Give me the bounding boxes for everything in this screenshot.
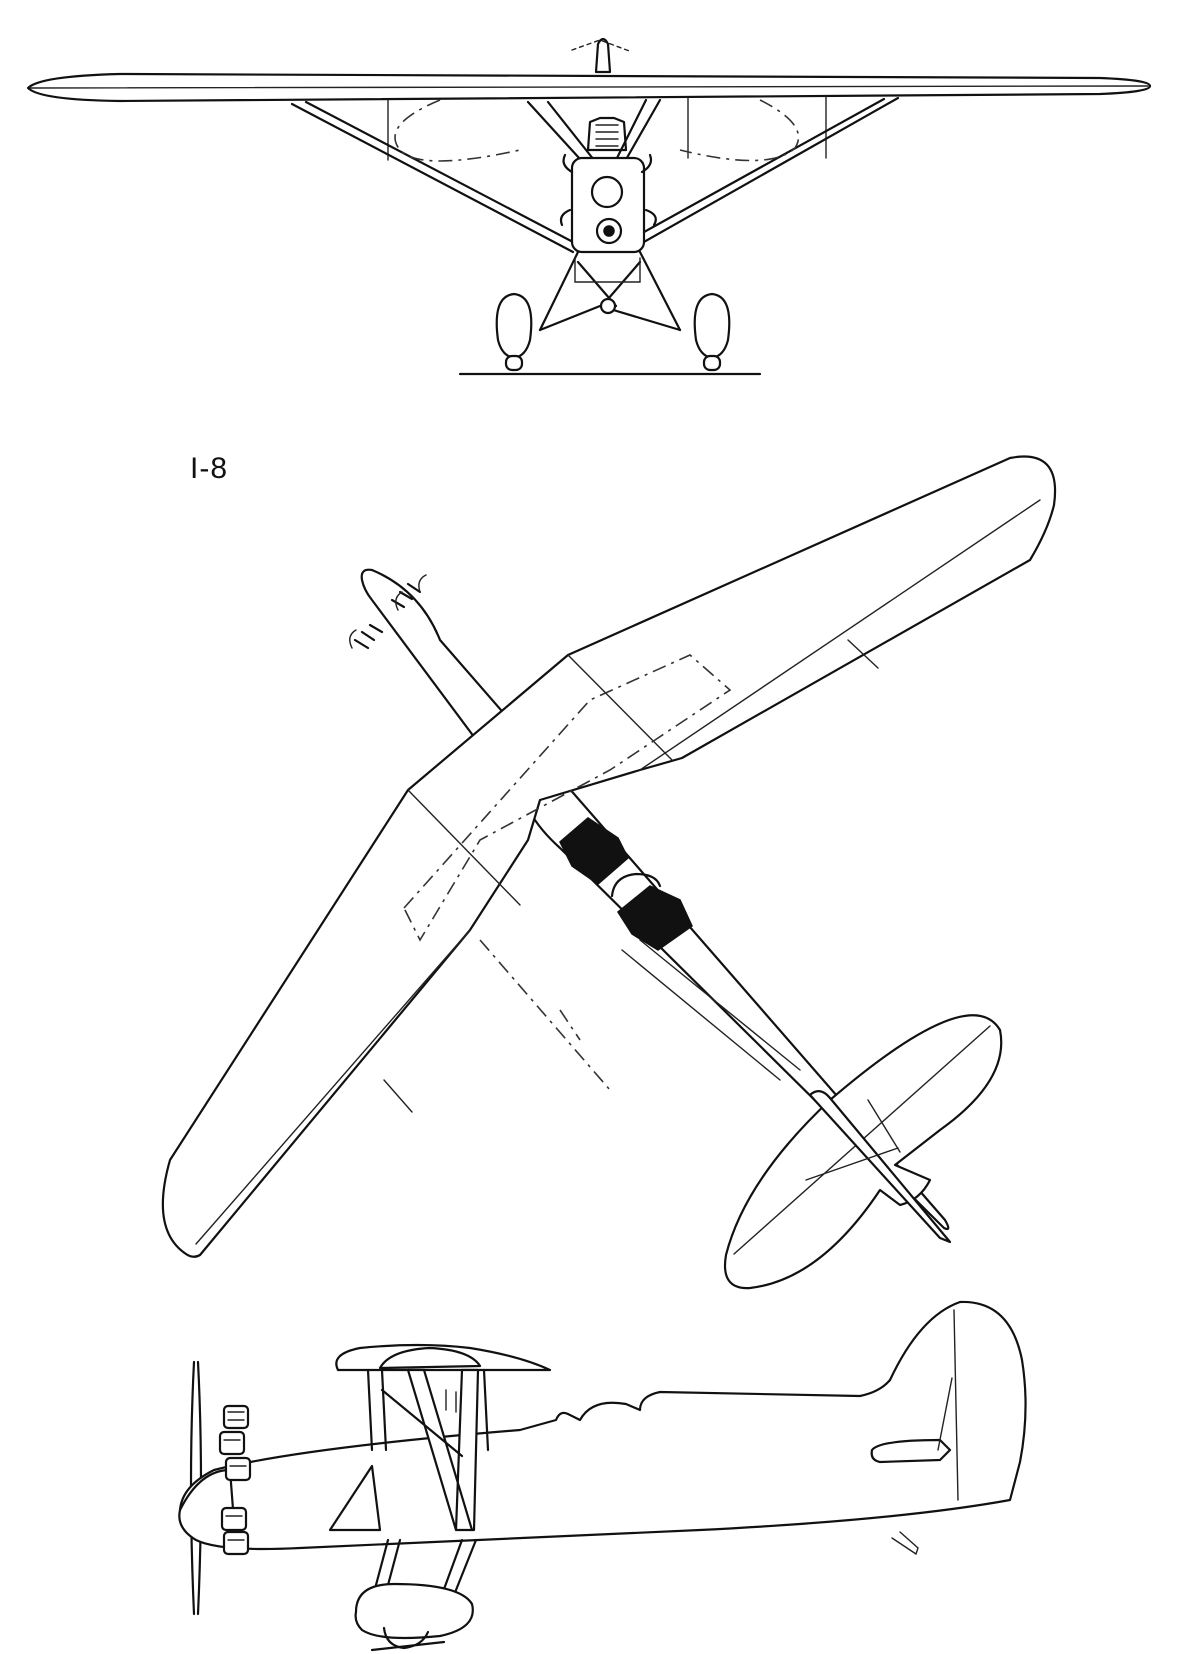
plan-view-engine-cylinders xyxy=(349,574,427,650)
side-view-ground-line xyxy=(370,1640,446,1652)
front-view-right-strut xyxy=(633,96,900,249)
plan-view-lower-wing-dashed xyxy=(403,654,732,942)
left-wheel-spat xyxy=(495,292,533,360)
rear-cockpit xyxy=(617,885,693,951)
front-view xyxy=(26,37,1152,376)
side-view-wing-struts xyxy=(406,1368,480,1532)
side-view-fuselage xyxy=(178,1300,1027,1551)
front-view-undercarriage xyxy=(458,250,762,376)
front-cockpit xyxy=(559,817,629,885)
front-view-left-strut xyxy=(290,100,575,254)
right-wheel-spat xyxy=(693,292,731,360)
side-view-engine xyxy=(178,1404,252,1556)
side-view-tailplane xyxy=(870,1438,952,1464)
front-view-engine xyxy=(559,116,657,254)
side-view xyxy=(178,1300,1027,1652)
plan-view xyxy=(161,455,1057,1290)
side-view-wheel-spat xyxy=(354,1582,474,1640)
front-view-fin xyxy=(594,37,612,74)
aircraft-designation-label: I-8 xyxy=(190,452,229,485)
side-view-undercarriage xyxy=(354,1538,478,1652)
plan-view-wing xyxy=(161,455,1057,1258)
